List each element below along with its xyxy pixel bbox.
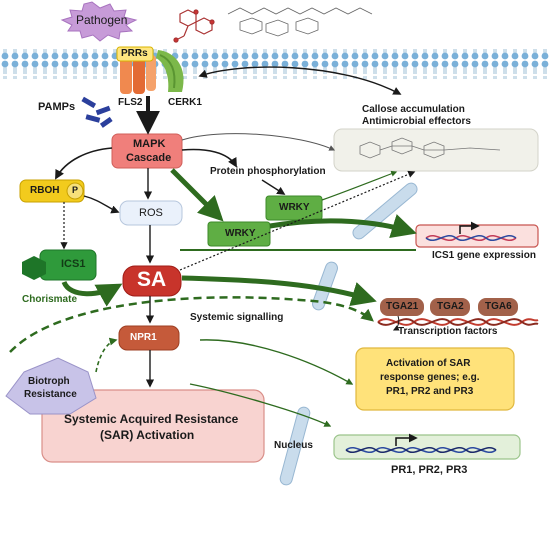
arrow-wrky-to-callose [321, 170, 398, 201]
tga6-label: TGA6 [485, 301, 512, 312]
biotroph-resistance-shape [5, 357, 97, 415]
pamps-label: PAMPs [38, 101, 76, 113]
tga2-box [430, 298, 470, 316]
nucleus-label: Nucleus [274, 440, 313, 451]
arrow-sa-to-tga [181, 275, 377, 307]
pathogen-label: Pathogen [76, 13, 128, 27]
callose-label: Callose accumulation [362, 104, 465, 115]
arrow-npr1-to-sar-genes [199, 339, 354, 385]
arrow-receptor-callose [198, 66, 402, 95]
npr1-box [118, 325, 180, 351]
arrow-mapk-to-callose [181, 133, 336, 151]
callose-molecule-icon [359, 137, 501, 159]
wrky-lower-box [207, 221, 271, 247]
cerk1-receptor-icon [156, 50, 184, 92]
sar-activation-box [41, 389, 265, 463]
chorismate-label: Chorismate [22, 294, 78, 305]
sar-activation-line1: Systemic Acquired Resistance [64, 412, 239, 426]
pr-genes-box [333, 434, 521, 460]
tf-dna-icon [377, 318, 539, 326]
rboh-phosphate-icon [66, 182, 84, 200]
mapk-label-line1: MAPK [133, 138, 166, 150]
cerk1-label: CERK1 [168, 97, 202, 108]
fls2-label: FLS2 [118, 97, 143, 108]
arrow-mapk-to-phos [181, 148, 237, 168]
mapk-label-line2: Cascade [126, 152, 172, 164]
sar-genes-line3: PR1, PR2 and PR3 [386, 386, 474, 397]
pr-genes-label: PR1, PR2, PR3 [391, 464, 468, 476]
tga2-label: TGA2 [437, 301, 464, 312]
wrky-upper-box [265, 195, 323, 221]
systemic-signalling-label: Systemic signalling [190, 312, 284, 323]
ros-box [119, 200, 183, 226]
ics1-dna-icon [425, 221, 517, 241]
pr-dna-icon [345, 433, 497, 453]
fls2-receptor-icon [120, 52, 156, 94]
arrow-mapk-to-rboh [55, 147, 113, 180]
arrow-ics1-to-sa [61, 280, 123, 307]
arrow-npr1-to-pr-genes [189, 383, 332, 427]
rboh-p-label: P [72, 185, 79, 195]
prrs-label-box [116, 46, 154, 62]
arrow-tga-to-tf [392, 315, 400, 331]
arrow-biotroph-to-npr1 [95, 337, 118, 373]
chorismate-icon [22, 256, 46, 280]
rboh-box [19, 179, 85, 203]
transcription-factors-label: Transcription factors [398, 326, 498, 337]
arrow-mapk-to-wrky [170, 168, 224, 222]
sar-genes-line1: Activation of SAR [386, 358, 471, 369]
pamp-molecule-icon [173, 9, 215, 43]
arrow-phos-to-wrky [261, 179, 286, 195]
wrky-lower-label: WRKY [225, 228, 256, 239]
antimicrobial-label: Antimicrobial effectors [362, 116, 471, 127]
arrow-rboh-to-ros [83, 195, 120, 214]
ics1-gene-label: ICS1 gene expression [432, 250, 536, 261]
sa-label: SA [137, 268, 167, 291]
pamps-icon [81, 96, 113, 128]
tga21-label: TGA21 [386, 301, 419, 312]
arrow-wrky-to-ics1-gene [269, 214, 417, 238]
tga6-box [478, 298, 518, 316]
biotroph-line1: Biotroph [28, 376, 70, 387]
ics1-label: ICS1 [61, 258, 86, 270]
ros-label: ROS [139, 207, 163, 219]
biotroph-line2: Resistance [24, 389, 77, 400]
npr1-label: NPR1 [130, 332, 157, 343]
tga21-box [380, 298, 424, 316]
rboh-label: RBOH [30, 185, 60, 196]
plasma-membrane [0, 49, 550, 79]
prrs-label: PRRs [121, 48, 148, 59]
sar-genes-box [355, 347, 515, 411]
polysaccharide-icon [227, 7, 373, 37]
sar-activation-line2: (SAR) Activation [100, 428, 195, 442]
sa-box [122, 265, 182, 297]
sar-genes-line2: response genes; e.g. [380, 372, 480, 383]
pathogen-shape [60, 1, 138, 42]
arrow-systemic-signalling [9, 296, 374, 353]
wrky-upper-label: WRKY [279, 202, 310, 213]
protein-phos-label: Protein phosphorylation [210, 166, 326, 177]
